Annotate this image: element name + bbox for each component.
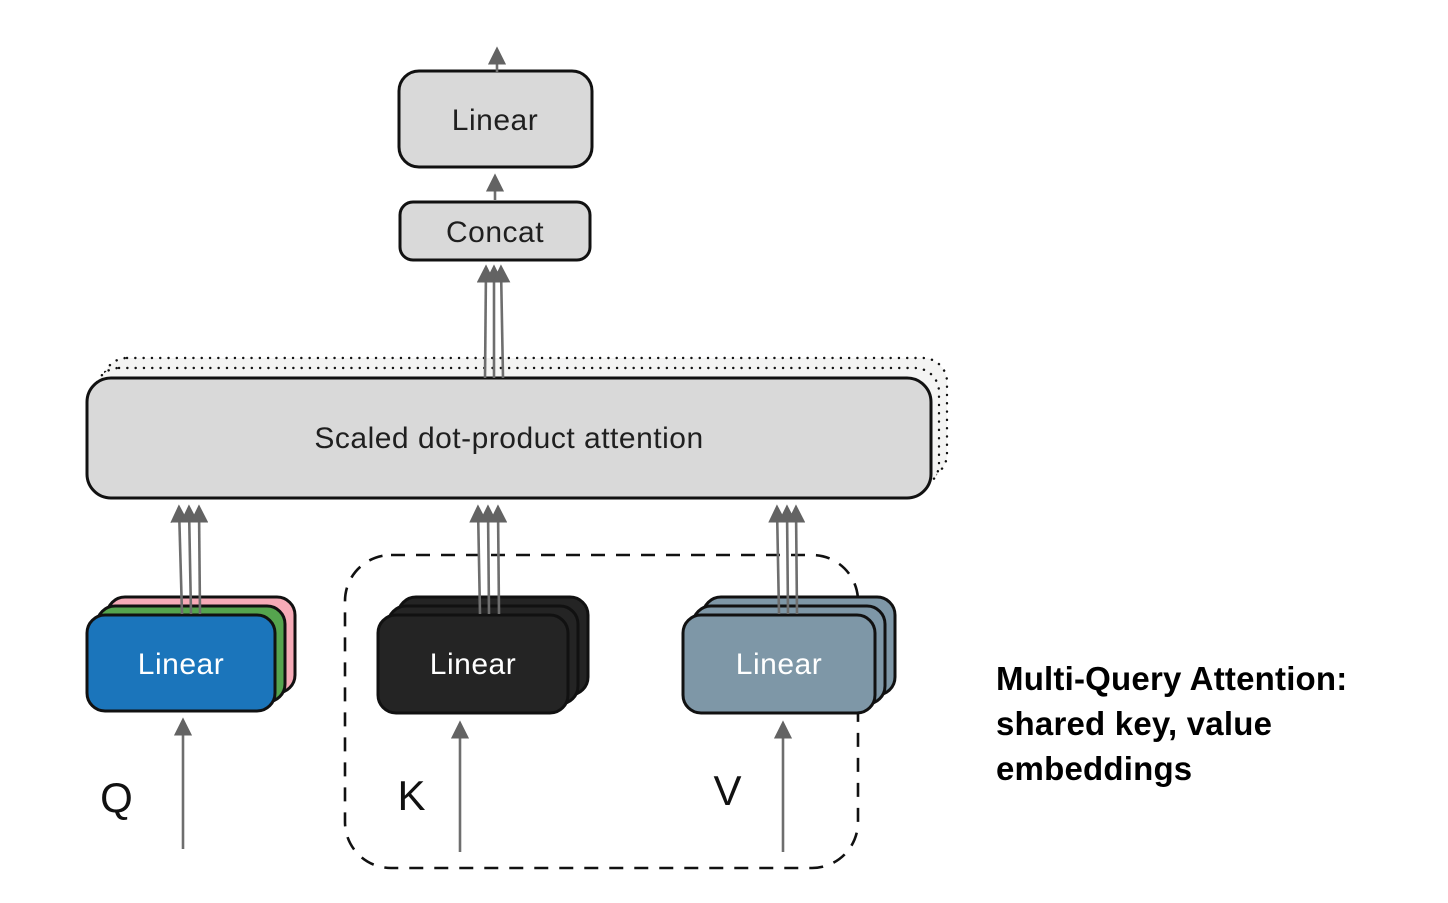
attention-to-concat-arrow-1: [476, 264, 495, 379]
k-front-box: [376, 613, 570, 715]
q-front-box: [85, 613, 277, 713]
q-input-label: Q: [100, 774, 134, 821]
v-input-label: V: [713, 767, 742, 814]
v-to-attention-arrow-1: [768, 504, 787, 615]
attention-to-concat-arrow-3: [492, 264, 511, 379]
annotation-line-2: shared key, value: [996, 705, 1272, 742]
annotation-line-1: Multi-Query Attention:: [996, 660, 1347, 697]
v-linear-box-label: Linear: [736, 648, 822, 681]
q-linear-stack: Linear: [85, 595, 297, 713]
q-linear-box-label: Linear: [138, 648, 224, 681]
q-to-attention-arrows: [170, 504, 209, 615]
k-linear-box-label: Linear: [430, 648, 516, 681]
output-linear-box-label: Linear: [452, 104, 538, 137]
concat-box: [398, 200, 592, 262]
attention-to-concat-arrows: [476, 264, 511, 379]
k-to-attention-arrows: [469, 504, 508, 615]
k-to-attention-arrow-3: [489, 504, 508, 615]
k-linear-stack: Linear: [376, 595, 590, 715]
attention-box-label: Scaled dot-product attention: [314, 422, 703, 455]
v-to-attention-arrow-2: [778, 504, 797, 615]
q-to-attention-arrow-1: [170, 504, 189, 615]
concat-box-label: Concat: [446, 216, 544, 249]
v-front-box: [681, 613, 877, 715]
q-to-attention-arrow-3: [190, 504, 209, 615]
annotation-line-3: embeddings: [996, 750, 1192, 787]
k-input-label: K: [397, 772, 426, 819]
annotation-text: Multi-Query Attention: shared key, value…: [996, 660, 1347, 787]
v-linear-stack: Linear: [681, 595, 897, 715]
q-to-attention-arrow-2: [180, 504, 199, 615]
v-to-attention-arrows: [768, 504, 806, 615]
output-linear-box: [397, 69, 594, 169]
k-to-attention-arrow-1: [469, 504, 488, 615]
v-to-attention-arrow-3: [787, 504, 806, 615]
k-to-attention-arrow-2: [479, 504, 498, 615]
attention-box: [85, 376, 933, 500]
